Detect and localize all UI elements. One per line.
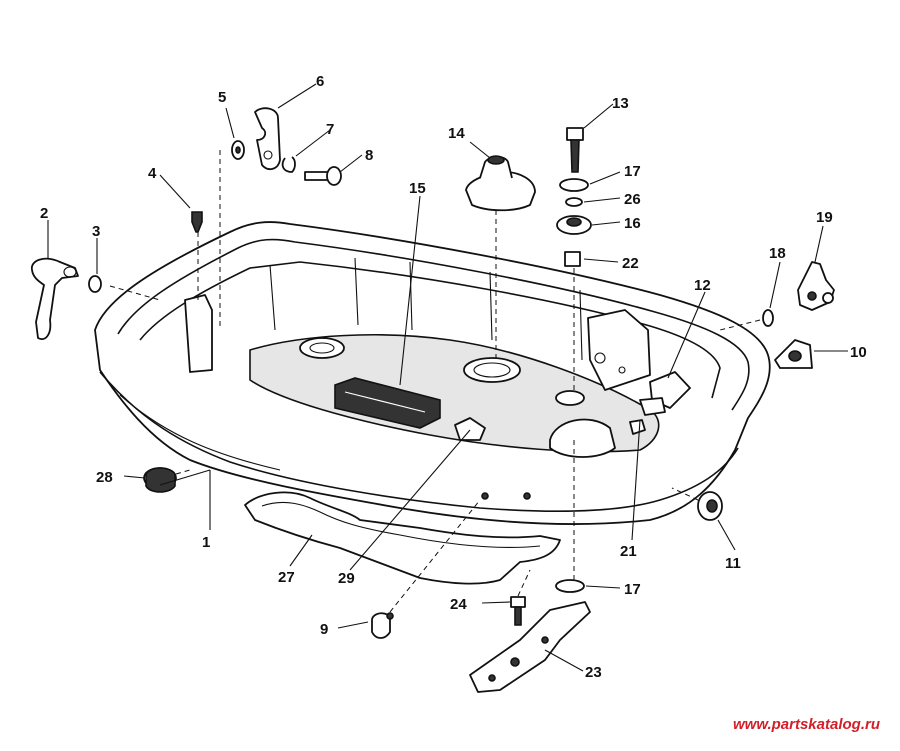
callout-number: 15 xyxy=(409,180,426,197)
callout-number: 29 xyxy=(338,570,355,587)
washer-part xyxy=(559,178,589,192)
callout-number: 5 xyxy=(218,89,226,106)
callout-number: 19 xyxy=(816,209,833,226)
bracket-part xyxy=(797,261,835,311)
lever-part xyxy=(31,257,79,340)
lower-motor-cover xyxy=(94,221,771,525)
plug-part xyxy=(371,612,394,639)
screw-part xyxy=(304,166,342,186)
callout-number: 8 xyxy=(365,147,373,164)
bracket-plate-part xyxy=(469,601,591,693)
callout-number: 17 xyxy=(624,581,641,598)
callout-number: 24 xyxy=(450,596,467,613)
callout-number: 7 xyxy=(326,121,334,138)
callout-number: 22 xyxy=(622,255,639,272)
bolt-part xyxy=(510,596,526,626)
callout-number: 1 xyxy=(202,534,210,551)
callout-number: 26 xyxy=(624,191,641,208)
watermark-text: www.partskatalog.ru xyxy=(733,716,880,733)
callout-number: 17 xyxy=(624,163,641,180)
callout-number: 16 xyxy=(624,215,641,232)
callout-number: 23 xyxy=(585,664,602,681)
bolt-part xyxy=(191,211,203,233)
callout-number: 6 xyxy=(316,73,324,90)
callout-number: 4 xyxy=(148,165,157,182)
alignment-lines xyxy=(109,150,761,613)
callout-number: 18 xyxy=(769,245,786,262)
callout-number: 9 xyxy=(320,621,328,638)
bolt-part xyxy=(566,127,584,173)
callout-number: 2 xyxy=(40,205,48,222)
grommet-part xyxy=(556,215,592,235)
spacer-part xyxy=(564,251,581,267)
washer-part xyxy=(555,579,585,593)
washer-part xyxy=(762,309,774,327)
callout-number: 13 xyxy=(612,95,629,112)
callout-number: 12 xyxy=(694,277,711,294)
latch-hook-part xyxy=(254,107,281,171)
callout-number: 21 xyxy=(620,543,637,560)
callout-number: 3 xyxy=(92,223,100,240)
callout-number: 14 xyxy=(448,125,465,142)
grommet-part xyxy=(697,491,723,521)
callout-number: 10 xyxy=(850,344,867,361)
callout-numbers: 1 2 3 4 5 6 7 8 9 10 11 12 13 14 15 16 1… xyxy=(40,73,867,681)
grommet-part xyxy=(143,467,177,493)
gasket-seal xyxy=(244,491,561,585)
callout-number: 27 xyxy=(278,569,295,586)
grommet-part xyxy=(774,339,813,369)
callout-number: 28 xyxy=(96,469,113,486)
boot-part xyxy=(465,155,536,212)
callout-number: 11 xyxy=(725,555,741,572)
clip-part xyxy=(281,156,296,173)
washer-part xyxy=(565,197,583,207)
leader-lines xyxy=(47,83,848,672)
washer-part xyxy=(88,275,102,293)
